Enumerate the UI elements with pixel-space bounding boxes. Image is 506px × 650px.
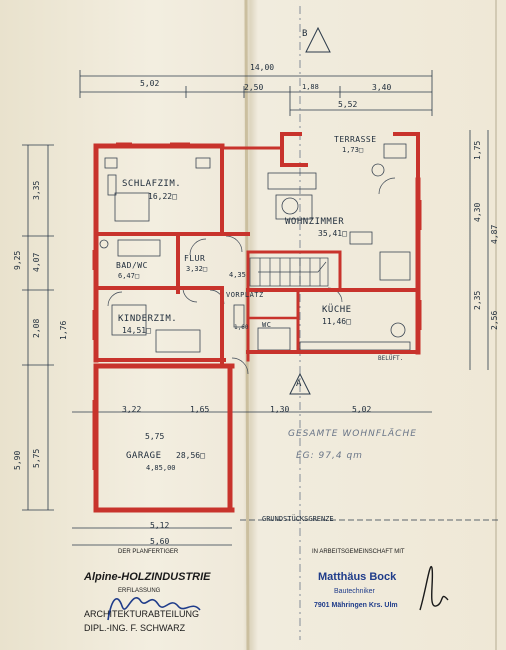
room-terrasse-name: TERRASSE — [334, 135, 377, 144]
room-vorplatz-area: 4,35 — [229, 271, 246, 279]
room-wc-area: 1,60 — [234, 324, 249, 331]
furniture — [99, 143, 411, 353]
staircase — [249, 257, 329, 287]
room-wc-name: WC — [262, 321, 272, 329]
dim-top-second: 5,52 — [338, 100, 358, 109]
handwritten-note-line-1: GESAMTE WOHNFLÄCHE — [288, 429, 417, 439]
stamp-name: Matthäus Bock — [318, 571, 397, 583]
dim-top-part-1: 5,02 — [140, 79, 160, 88]
room-schlafzimmer-name: SCHLAFZIM. — [122, 179, 182, 189]
dim-mid-4: 5,02 — [352, 405, 372, 414]
dim-mid-3: 1,30 — [270, 405, 290, 414]
architect-line-1: ARCHITEKTURABTEILUNG — [84, 609, 200, 619]
room-vorplatz-name: VORPLATZ — [226, 291, 264, 299]
dim-bottom-1: 5,12 — [150, 521, 170, 530]
label-arbeitsgemeinschaft: IN ARBEITSGEMEINSCHAFT MIT — [312, 549, 405, 555]
door-swings — [107, 177, 396, 375]
label-grundstuecksgrenze: GRUNDSTÜCKSGRENZE — [262, 515, 334, 523]
architect-line-2: DIPL.-ING. F. SCHWARZ — [84, 623, 186, 633]
dim-bottom-2: 5,60 — [150, 537, 170, 546]
dimension-lines — [22, 6, 500, 640]
room-flur-area: 3,32□ — [186, 265, 208, 273]
room-schlafzimmer-area: 16,22□ — [148, 192, 177, 201]
room-wohnzimmer-area: 35,41□ — [318, 229, 347, 238]
section-mark-b: B — [302, 29, 308, 39]
dim-top-part-3: 1,88 — [302, 83, 319, 91]
window-marks — [92, 142, 422, 470]
dim-mid-1: 3,22 — [122, 405, 142, 414]
room-flur-name: FLUR — [184, 254, 206, 263]
stamp-address: 7901 Mähringen Krs. Ulm — [314, 602, 398, 609]
room-kueche-name: KÜCHE — [322, 305, 352, 315]
company-line-2: ERFILASSUNG — [118, 588, 161, 594]
garage-width: 5,75 — [145, 432, 165, 441]
section-mark-a: A — [296, 379, 302, 389]
dim-top-total: 14,00 — [250, 63, 275, 72]
room-kueche-area: 11,46□ — [322, 317, 351, 326]
handwritten-note-line-2: EG: 97,4 qm — [296, 451, 363, 461]
label-planfertiger: DER PLANFERTIGER — [118, 549, 179, 555]
stamp-role: Bautechniker — [334, 588, 375, 595]
room-garage-area: 28,56□ — [176, 451, 205, 460]
room-kinderzimmer-name: KINDERZIM. — [118, 314, 178, 324]
room-garage-name: GARAGE — [126, 451, 162, 461]
room-bad-name: BAD/WC — [116, 261, 148, 270]
garage-width-2: 4,85,00 — [146, 464, 176, 472]
room-terrasse-area: 1,73□ — [342, 146, 364, 154]
dim-top-part-4: 3,40 — [372, 83, 392, 92]
room-bad-area: 6,47□ — [118, 272, 140, 280]
dim-top-part-2: 2,50 — [244, 83, 264, 92]
room-wohnzimmer-name: WOHNZIMMER — [285, 217, 345, 227]
company-name: Alpine-HOLZINDUSTRIE — [84, 571, 211, 583]
walls — [93, 132, 421, 513]
label-belueftung: BELÜFT. — [378, 355, 404, 362]
section-markers — [289, 26, 331, 395]
dim-mid-2: 1,65 — [190, 405, 210, 414]
room-kinderzimmer-area: 14,51□ — [122, 326, 151, 335]
